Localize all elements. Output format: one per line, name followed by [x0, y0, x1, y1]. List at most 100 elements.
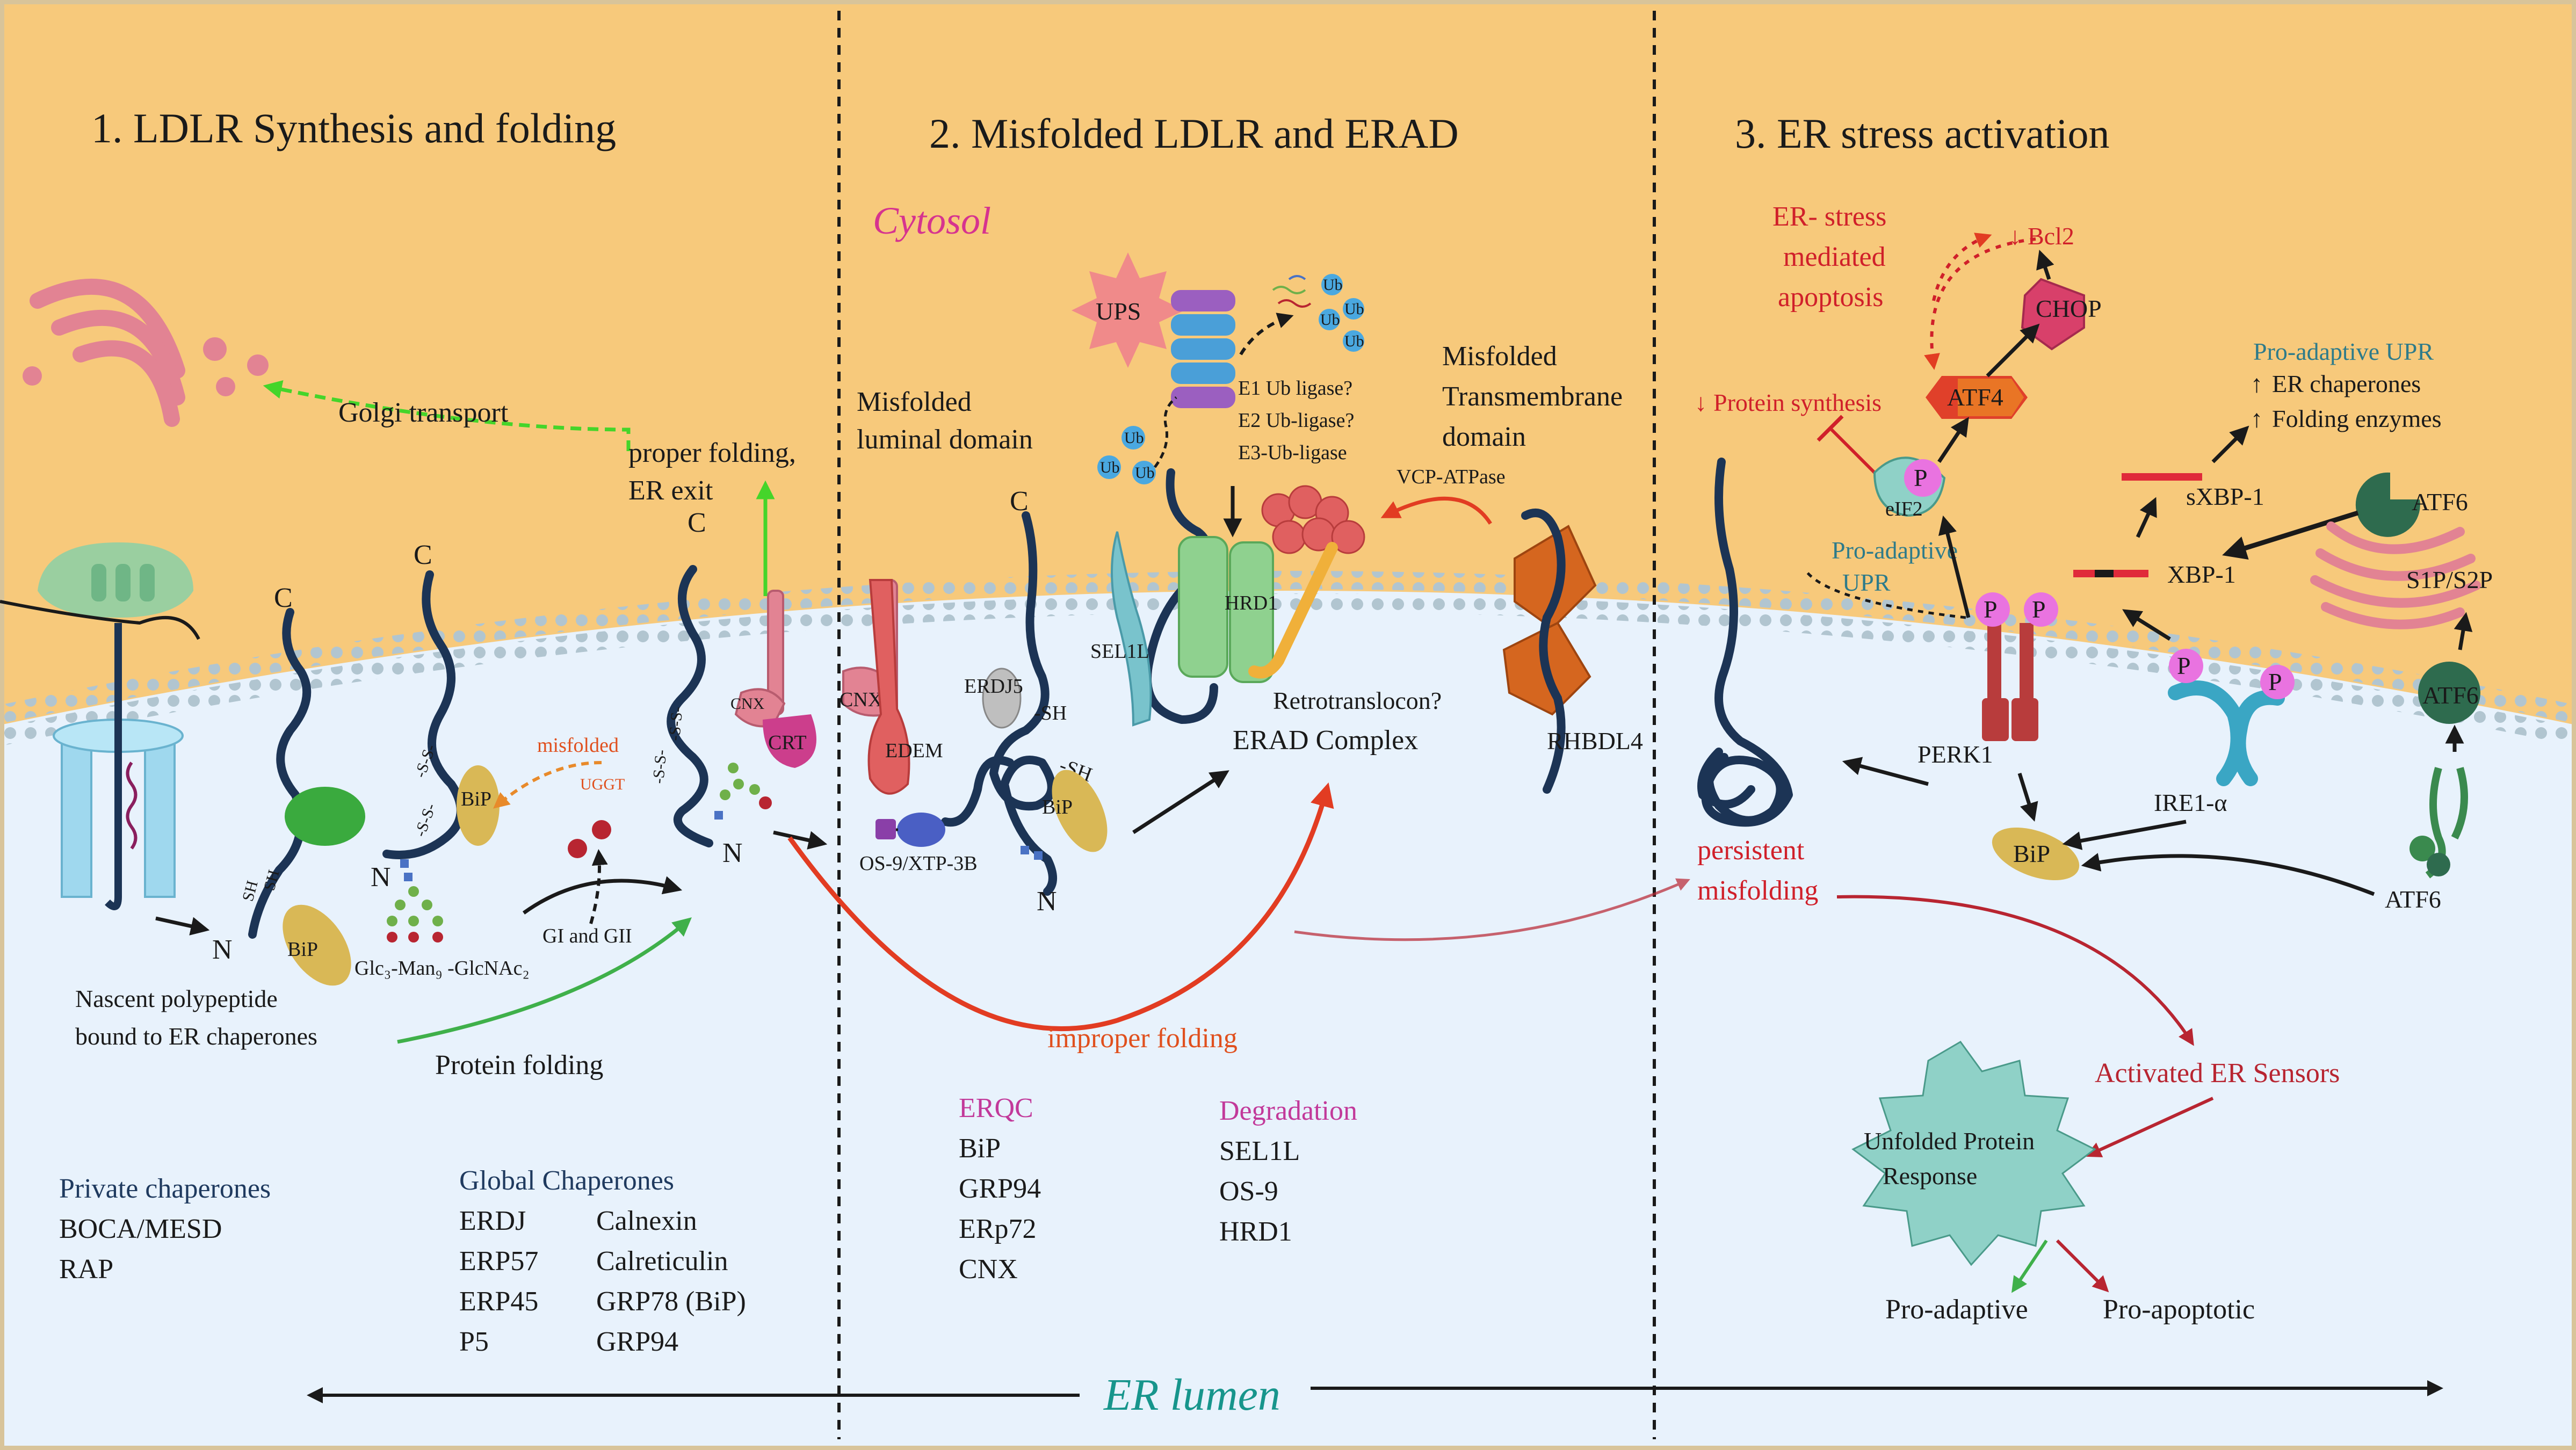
misfolded-luminal-chain-loop: [941, 756, 1014, 827]
ldlr-chain-nascent: [248, 608, 312, 939]
pro-adaptive-label: Pro-adaptive: [1885, 1294, 2028, 1325]
nascent-label-1: Nascent polypeptide: [75, 985, 278, 1012]
e1-label: E1 Ub ligase?: [1238, 377, 1352, 400]
glucose-pair: [568, 839, 587, 858]
peptide-fragments: [1272, 275, 1312, 308]
upr-to-apoptotic-arrow: [2056, 1239, 2109, 1293]
ire1-p-circle: [2260, 665, 2295, 699]
c-terminus-label: C: [688, 508, 706, 538]
ub-chain-link: [1153, 396, 1177, 468]
os9-label: OS-9/XTP-3B: [859, 852, 978, 875]
edem-label: EDEM: [885, 740, 943, 762]
ire1-p-circle: [2169, 649, 2203, 683]
eif2-inhibition: [1830, 428, 1882, 480]
vcp-shaft: [1248, 542, 1338, 679]
protein-folding-label: Protein folding: [435, 1050, 603, 1081]
golgi-transport-label: Golgi transport: [338, 397, 509, 428]
improper-folding-label: improper folding: [1047, 1023, 1238, 1054]
apoptosis-dotted-arrow: [1924, 237, 2036, 370]
folding-enzymes-label: Folding enzymes: [2272, 405, 2442, 432]
rhbdl4-label: RHBDL4: [1547, 727, 1643, 755]
ub-label: Ub: [1135, 464, 1155, 482]
ub-chain: [1097, 426, 1156, 484]
cnx-label: CNX: [840, 688, 882, 711]
glycan-label: Glc₃-Man₉ -GlcNAc₂: [354, 957, 530, 980]
perk1-label: PERK1: [1917, 741, 1993, 768]
golgi-apparatus: [30, 278, 185, 427]
golgi-vesicle: [247, 354, 269, 376]
persistent-misfolded-chain: [1701, 458, 1793, 827]
atf4-label: ATF4: [1947, 383, 2003, 411]
erdj5-chaperone: [982, 668, 1022, 729]
pro-adaptive-upr-label-2: UPR: [1842, 569, 1891, 596]
upr-starburst: [1851, 1041, 2096, 1266]
ups-burst: [1072, 252, 1184, 368]
er-lumen-label: ER lumen: [1103, 1370, 1280, 1420]
glucose-pair: [592, 820, 611, 839]
degradation-arrow: [1239, 313, 1294, 356]
ugt-label: UGGT: [580, 775, 625, 793]
ire1-to-xbp1-arrow: [2122, 609, 2171, 641]
ribosome-subunit: [115, 564, 131, 601]
improper-folding-arrow: [787, 782, 1334, 1032]
upr-label-2: Response: [1883, 1162, 1977, 1190]
atf6-label: ATF6: [2422, 682, 2479, 709]
misfolded-luminal-label-2: luminal domain: [857, 424, 1033, 455]
atf4-highlight: [1958, 379, 2024, 416]
ub-label: Ub: [1320, 311, 1340, 329]
edem-protein: [867, 579, 910, 795]
glycan-marker: [1021, 846, 1043, 860]
misfolded-tm-label-3: domain: [1442, 422, 1526, 452]
protein-synthesis-down-arrow: ↓: [1695, 389, 1707, 416]
golgi-vesicle: [216, 377, 235, 396]
atf6-transmembrane: [2409, 767, 2468, 879]
c-terminus-label: C: [274, 583, 293, 613]
activated-sensors-label: Activated ER Sensors: [2095, 1058, 2340, 1089]
misfolding-link-arrow: [1294, 878, 1690, 941]
private-item: BOCA/MESD: [59, 1214, 222, 1244]
atf6-label: ATF6: [2385, 886, 2441, 913]
bip-label: BiP: [1042, 796, 1073, 818]
ub-label: Ub: [1124, 429, 1144, 447]
private-item: RAP: [59, 1254, 113, 1285]
sel1l-protein: [1111, 531, 1152, 727]
ub-cluster: [1319, 274, 1364, 352]
perk-p-circle: [2024, 592, 2058, 627]
perk1-protein: [1982, 623, 2038, 741]
global-item: GRP78 (BiP): [596, 1286, 746, 1317]
protein-synthesis-label: Protein synthesis: [1713, 389, 1882, 416]
global-item: ERP45: [459, 1286, 538, 1317]
crt-chaperone: [763, 714, 816, 768]
n-terminus-label: N: [212, 934, 233, 965]
ire1-protein: [2231, 690, 2285, 786]
eif2-inhibition-bar: [1817, 415, 1844, 442]
degradation-item: SEL1L: [1219, 1136, 1300, 1166]
persistent-misfolded-loop: [1697, 748, 1755, 809]
sel1l-label: SEL1L: [1090, 640, 1149, 663]
vcp-atpase: [1261, 485, 1365, 554]
nascent-label-2: bound to ER chaperones: [75, 1023, 317, 1050]
perk-p-label: P: [1984, 596, 1998, 623]
translocon-channel-left: [61, 735, 92, 898]
hrd1-protein: [1229, 541, 1274, 683]
perk-to-bip-arrow: [2017, 772, 2038, 822]
ire1-to-bip-arrow: [2062, 820, 2187, 850]
misfolded-arrow: [493, 761, 602, 809]
crt-label: CRT: [768, 731, 807, 754]
erdj5-label: ERDJ5: [964, 675, 1023, 698]
global-item: GRP94: [596, 1326, 678, 1357]
perk-to-eif2-dotted: [1803, 568, 1966, 619]
er-stress-label-1: ER- stress: [1772, 201, 1886, 232]
nascent-chain-wiggle: [126, 762, 138, 850]
ire1-p-label: P: [2177, 652, 2191, 679]
sensors-arrow: [1836, 895, 2194, 1046]
chop-to-bcl2-arrow: [2036, 250, 2054, 280]
degradation-item: OS-9: [1219, 1176, 1278, 1207]
degradation-title: Degradation: [1219, 1096, 1357, 1126]
folding-enzymes-arrow: ↑: [2251, 405, 2263, 432]
global-item: Calreticulin: [596, 1246, 728, 1277]
persistent-label-1: persistent: [1697, 835, 1805, 866]
er-stress-label-2: mediated: [1783, 242, 1886, 272]
membrane-outer-leaflet: [0, 571, 2576, 723]
ire1-label: IRE1-α: [2154, 789, 2227, 816]
